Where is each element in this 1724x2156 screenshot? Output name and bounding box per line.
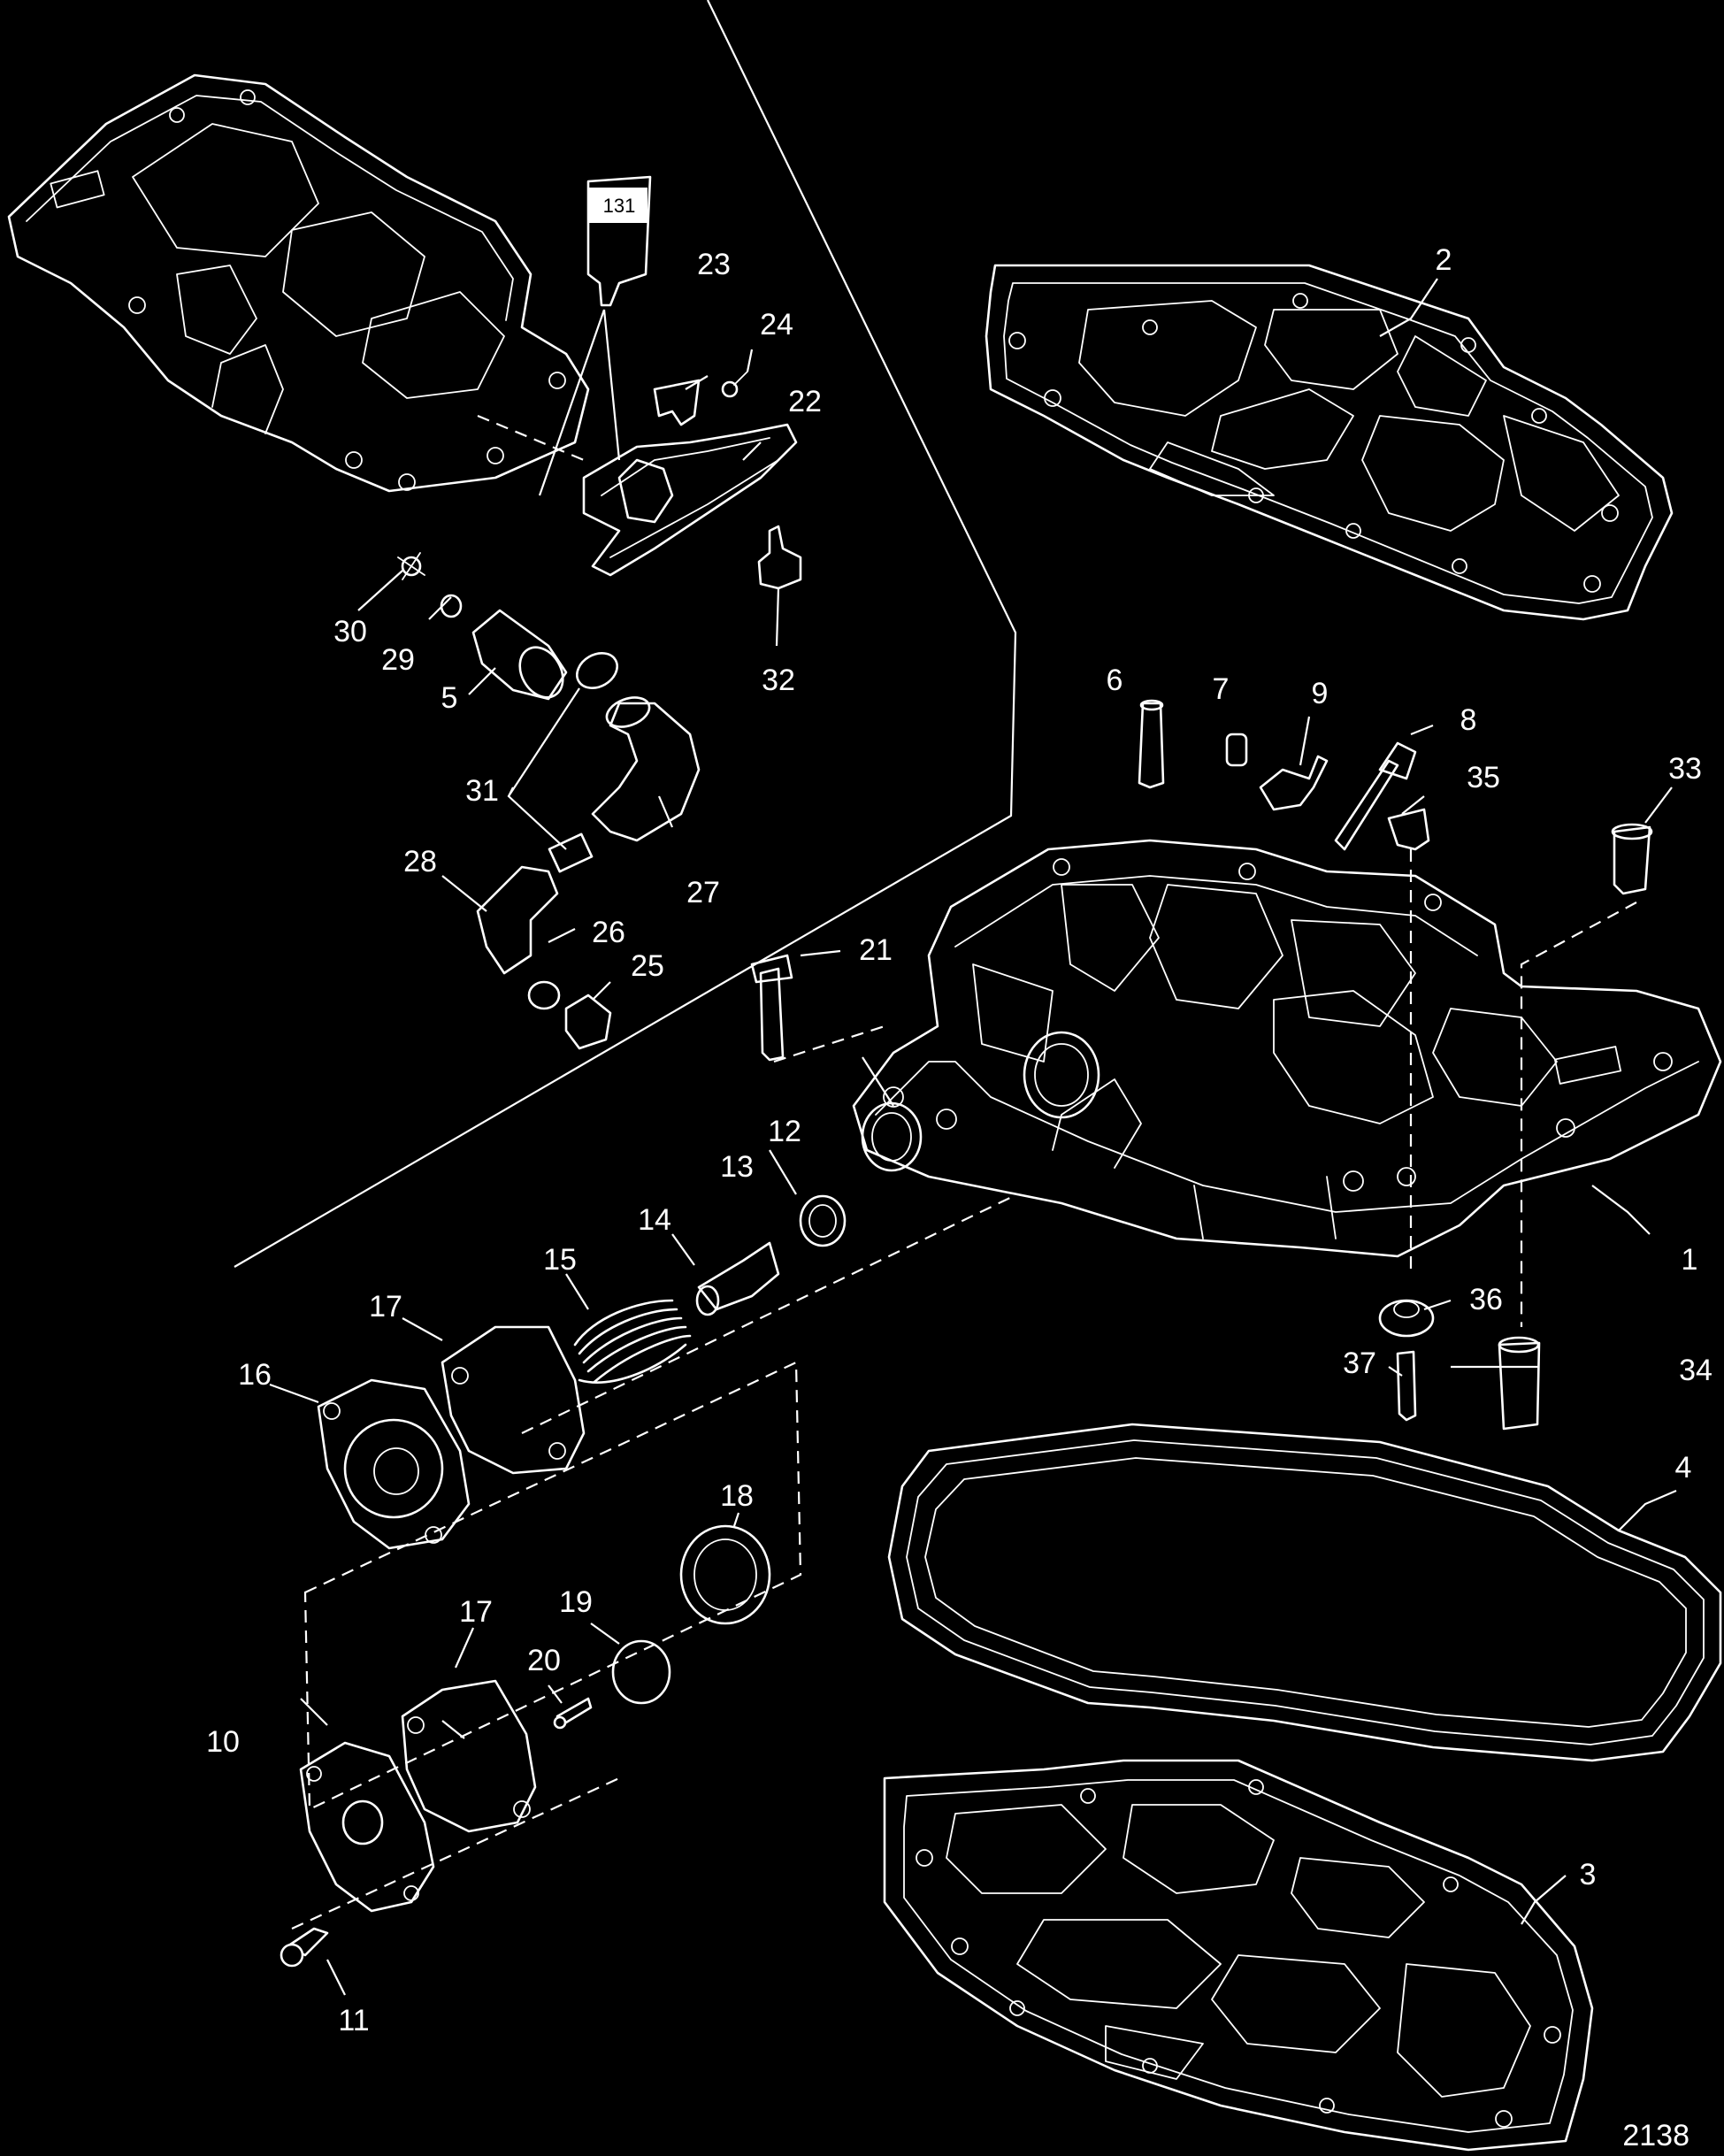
relief-valve-plunger-14 — [695, 1241, 780, 1316]
callout-22: 22 — [788, 385, 822, 418]
bushing-34 — [1498, 1336, 1541, 1431]
callout-25: 25 — [631, 949, 664, 983]
bolt-alignment-line — [773, 1024, 885, 1063]
callout-2: 2 — [1436, 243, 1452, 277]
callout-17a: 17 — [369, 1290, 402, 1324]
hose-clamp-upper — [576, 652, 618, 689]
callout-37: 37 — [1343, 1347, 1376, 1380]
sealant-tube-131: 131 — [586, 175, 652, 307]
callout-10: 10 — [206, 1725, 240, 1759]
disc-19 — [611, 1639, 671, 1705]
callout-1: 1 — [1682, 1243, 1698, 1277]
bracket-screw — [721, 371, 748, 398]
callout-4: 4 — [1675, 1451, 1692, 1485]
spring-15 — [573, 1299, 692, 1384]
grommet-36 — [1378, 1299, 1435, 1338]
callout-27: 27 — [686, 876, 720, 909]
bushing-33 — [1611, 823, 1653, 895]
pin-20 — [553, 1697, 593, 1730]
screw-11 — [280, 1927, 329, 1968]
callout-6: 6 — [1107, 664, 1123, 697]
callout-34: 34 — [1679, 1354, 1713, 1387]
sealant-tube-label: 131 — [603, 195, 636, 217]
sleeve-bottom — [564, 994, 612, 1050]
o-ring-bottom — [527, 980, 561, 1010]
callout-12: 12 — [768, 1115, 801, 1148]
callout-15: 15 — [543, 1243, 577, 1277]
plug-35 — [1387, 808, 1430, 851]
adapter-plate-housing — [852, 839, 1722, 1258]
adapter-plate-gasket-bottom — [883, 1759, 1594, 2152]
clamp-group-leader — [507, 687, 580, 850]
gasket-17-lower — [401, 1679, 537, 1833]
sealant-leader-a — [538, 309, 606, 496]
oil-pickup-screen — [582, 423, 798, 577]
callout-30: 30 — [333, 615, 367, 648]
callout-28: 28 — [403, 845, 437, 879]
callout-13: 13 — [720, 1150, 754, 1184]
bolt-21 — [750, 954, 793, 1062]
check-valve — [757, 525, 802, 590]
screen-filter — [397, 552, 425, 580]
diaphragm-18 — [679, 1524, 771, 1625]
callout-5: 5 — [441, 681, 458, 715]
figure-number: 2138 — [1622, 2119, 1690, 2152]
cover-plate-10 — [299, 1741, 435, 1913]
callout-11: 11 — [338, 2004, 369, 2037]
callout-26: 26 — [592, 916, 625, 949]
gasket-17-upper — [441, 1325, 586, 1475]
seal-12 — [861, 1101, 923, 1172]
water-hose-elbow — [591, 696, 701, 842]
inset-housing-dash-line — [477, 414, 585, 462]
washer-13 — [799, 1194, 847, 1247]
callout-24: 24 — [760, 308, 793, 341]
pickup-bracket — [653, 379, 701, 426]
callout-labels: 1 2 3 4 5 6 7 8 9 10 11 12 13 14 15 16 1… — [206, 243, 1713, 2037]
bushing-alignment-line — [1520, 902, 1637, 1327]
callout-31: 31 — [465, 774, 499, 808]
callout-23: 23 — [697, 248, 731, 281]
alternate-kit-box — [303, 1361, 802, 1811]
callout-33: 33 — [1668, 752, 1702, 786]
callout-36: 36 — [1469, 1283, 1503, 1316]
inset-adapter-plate-housing — [7, 73, 590, 493]
adapter-plate-gasket-top — [985, 264, 1674, 621]
callout-9: 9 — [1312, 677, 1329, 710]
callout-32: 32 — [762, 664, 795, 697]
drain-screw-37 — [1396, 1350, 1417, 1422]
dowel-pin — [1138, 699, 1165, 789]
dipstick-tube — [1334, 741, 1417, 851]
callout-8: 8 — [1460, 703, 1477, 737]
callout-17b: 17 — [459, 1595, 493, 1629]
cover-alignment-line — [291, 1777, 620, 1930]
callout-18: 18 — [720, 1479, 754, 1513]
callout-3: 3 — [1580, 1858, 1597, 1891]
valve-cover-16 — [317, 1378, 471, 1550]
callout-leaders — [269, 278, 1677, 1996]
sealant-leader-b — [602, 309, 621, 461]
callout-21: 21 — [859, 933, 893, 967]
pin-small — [1225, 733, 1248, 767]
callout-7: 7 — [1213, 672, 1230, 706]
o-ring-small — [440, 594, 463, 618]
hose-fitting — [471, 609, 568, 701]
callout-20: 20 — [527, 1644, 561, 1677]
callout-14: 14 — [638, 1203, 671, 1237]
callout-19: 19 — [559, 1585, 593, 1619]
callout-16: 16 — [238, 1358, 272, 1392]
inset-divider-line — [234, 0, 1017, 1268]
callout-35: 35 — [1467, 761, 1500, 794]
valve-alignment-line — [521, 1193, 1018, 1434]
fitting-9 — [1259, 755, 1329, 811]
hose-clamp-lower — [548, 832, 594, 873]
callout-29: 29 — [381, 643, 415, 677]
oil-pan-seal-ring — [887, 1423, 1722, 1762]
water-hose-bend — [476, 865, 559, 975]
